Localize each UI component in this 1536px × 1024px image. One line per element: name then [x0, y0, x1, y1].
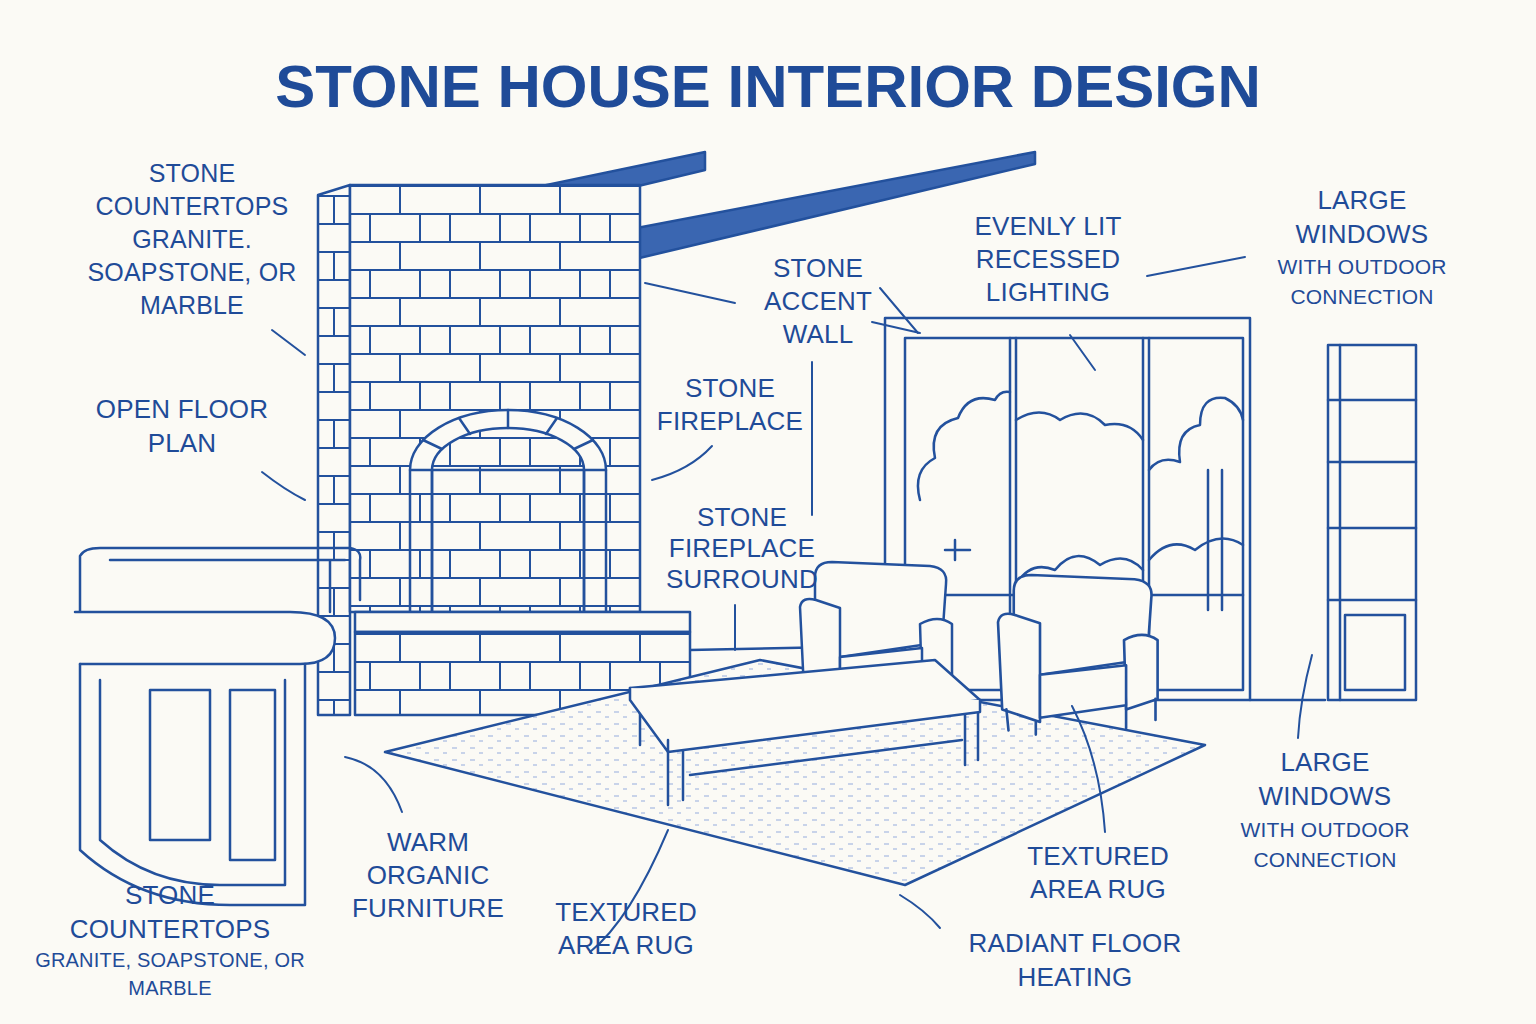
- callout-label: WITH OUTDOOR CONNECTION: [1260, 252, 1465, 312]
- callout-label: TEXTURED AREA RUG: [536, 896, 716, 962]
- callout-label: TEXTURED AREA RUG: [1008, 840, 1188, 906]
- callout-label: LARGE WINDOWS: [1235, 745, 1415, 813]
- callout-label: EVENLY LIT RECESSED LIGHTING: [958, 210, 1138, 309]
- callout-label: OPEN FLOOR PLAN: [92, 392, 272, 460]
- callout-label: LARGE WINDOWS: [1272, 183, 1452, 251]
- callout-label: STONE COUNTERTOPS GRANITE. SOAPSTONE, OR…: [82, 157, 302, 322]
- callout-label: STONE FIREPLACE: [645, 372, 815, 438]
- callout-label: RADIANT FLOOR HEATING: [945, 926, 1205, 994]
- callout-label: WITH OUTDOOR CONNECTION: [1223, 815, 1428, 875]
- callout-label: WARM ORGANIC FURNITURE: [341, 826, 516, 925]
- callout-label: GRANITE, SOAPSTONE, OR MARBLE: [35, 946, 305, 1002]
- callout-label: STONE COUNTERTOPS: [60, 878, 280, 946]
- diagram-title: STONE HOUSE INTERIOR DESIGN: [275, 52, 1261, 121]
- callout-label: STONE ACCENT WALL: [753, 252, 883, 351]
- callout-label: STONE FIREPLACE SURROUND: [660, 502, 825, 595]
